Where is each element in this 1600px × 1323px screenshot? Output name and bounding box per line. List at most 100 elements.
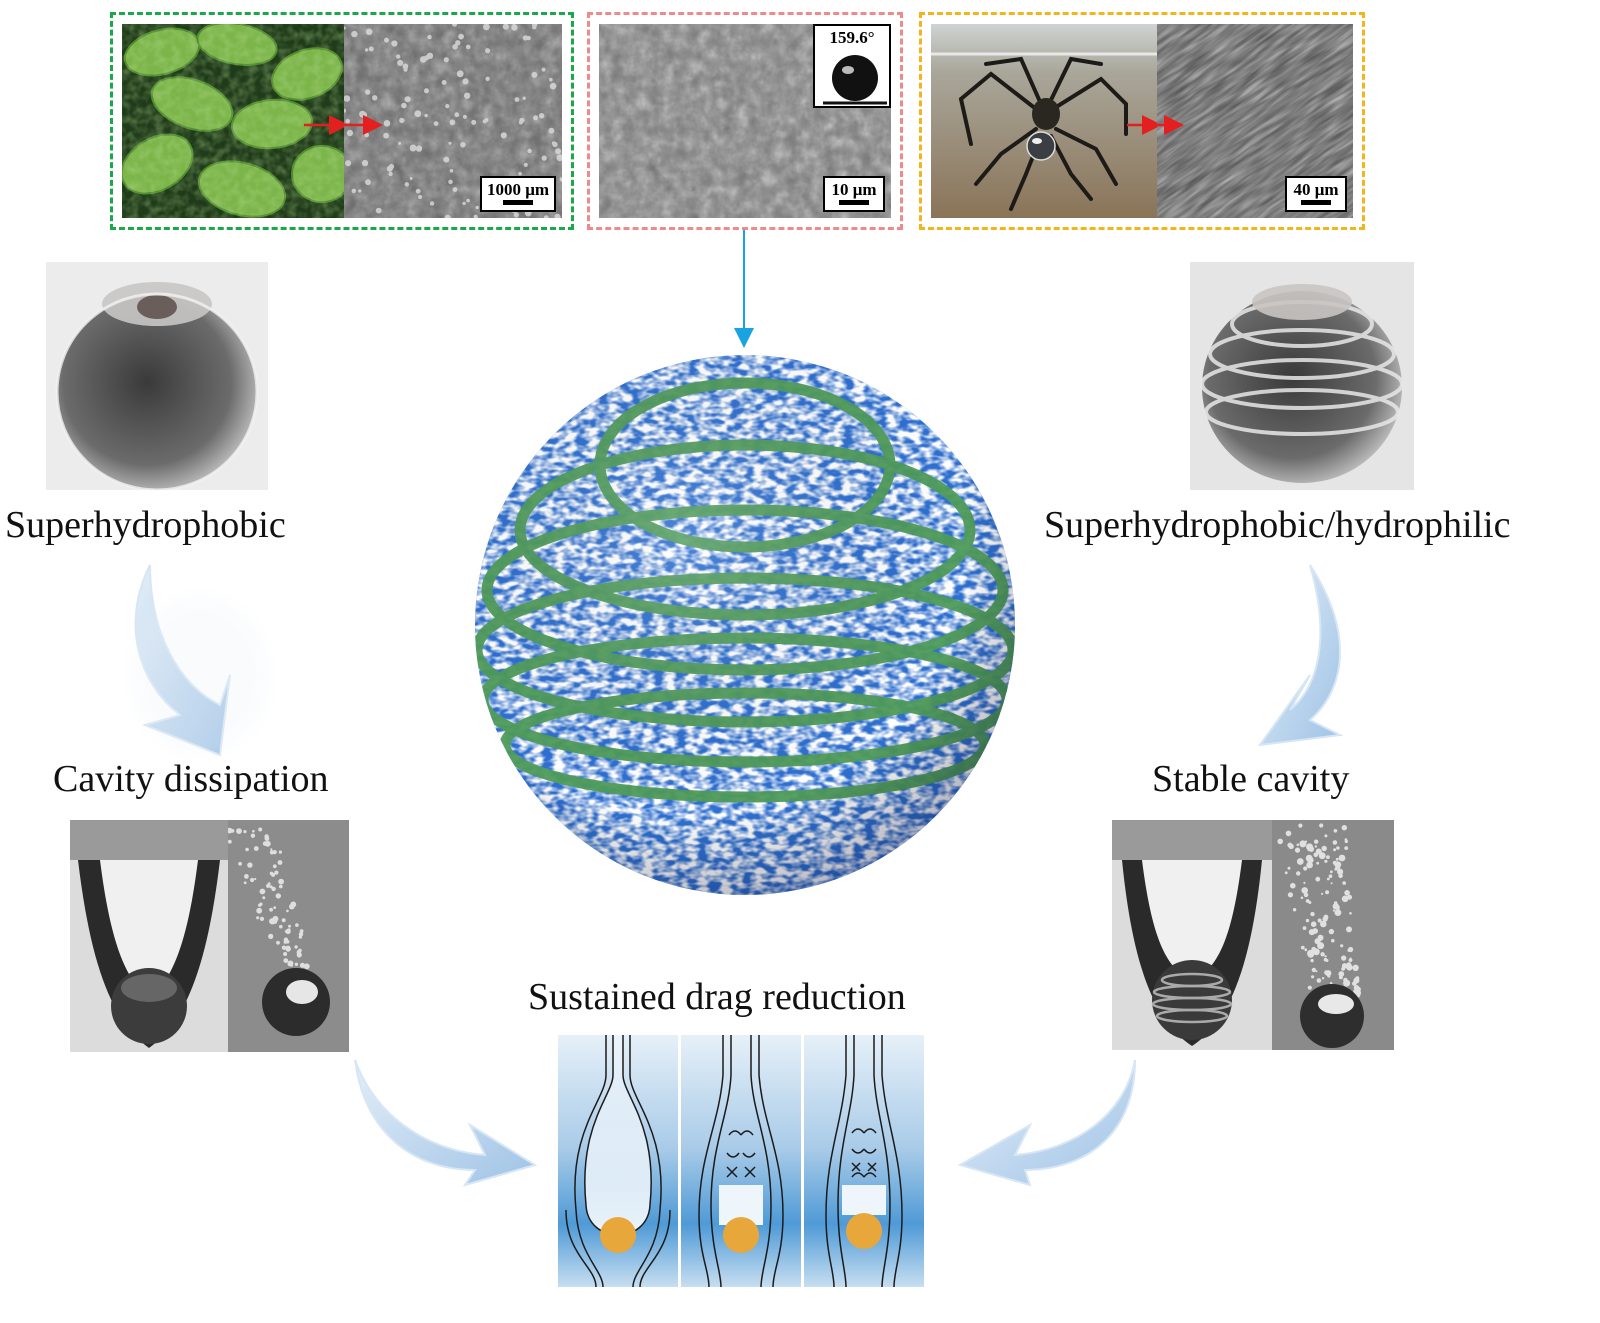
- texture-dot: [230, 829, 235, 833]
- texture-dot: [418, 194, 423, 200]
- texture-dot: [274, 870, 279, 875]
- texture-dot: [527, 148, 532, 154]
- texture-dot: [279, 924, 283, 929]
- texture-dot: [1310, 911, 1315, 917]
- texture-dot: [1311, 946, 1317, 952]
- texture-dot: [1341, 825, 1347, 831]
- texture-dot: [403, 67, 408, 72]
- texture-dot: [458, 33, 464, 40]
- texture-dot: [303, 963, 310, 970]
- texture-dot: [1341, 955, 1347, 961]
- texture-dot: [271, 886, 276, 892]
- texture-dot: [415, 188, 421, 194]
- texture-dot: [415, 145, 423, 152]
- plant-scale-bar: 1000 μm: [480, 176, 556, 212]
- texture-dot: [262, 896, 266, 900]
- texture-dot: [365, 89, 371, 95]
- texture-dot: [443, 156, 450, 163]
- spider-panel: [919, 12, 1365, 230]
- texture-dot: [1346, 926, 1352, 933]
- texture-dot: [1314, 839, 1319, 844]
- texture-dot: [365, 28, 373, 36]
- texture-dot: [554, 213, 561, 218]
- texture-dot: [1352, 981, 1357, 986]
- texture-dot: [253, 846, 259, 851]
- texture-dot: [283, 952, 288, 956]
- texture-dot: [519, 117, 525, 123]
- striped-sphere-photo: [1190, 262, 1414, 490]
- texture-dot: [1334, 912, 1338, 915]
- texture-dot: [298, 932, 304, 937]
- texture-dot: [444, 214, 451, 218]
- texture-dot: [294, 962, 299, 966]
- texture-dot: [466, 198, 470, 203]
- texture-dot: [283, 937, 289, 942]
- texture-dot: [424, 113, 428, 118]
- texture-dot: [1337, 868, 1344, 875]
- texture-dot: [1338, 975, 1343, 980]
- texture-dot: [1287, 866, 1291, 870]
- texture-dot: [291, 903, 295, 907]
- texture-dot: [268, 933, 274, 939]
- texture-dot: [1317, 942, 1325, 950]
- texture-dot: [299, 962, 306, 968]
- texture-dot: [1352, 964, 1359, 971]
- texture-dot: [404, 96, 411, 103]
- texture-dot: [277, 860, 283, 865]
- texture-dot: [372, 95, 378, 101]
- texture-dot: [1326, 855, 1330, 859]
- texture-dot: [351, 30, 358, 38]
- plant-sem-image: 1000 μm: [344, 24, 562, 218]
- texture-dot: [1329, 982, 1333, 985]
- texture-dot: [396, 54, 401, 59]
- texture-dot: [401, 102, 407, 109]
- texture-dot: [272, 850, 277, 855]
- texture-dot: [452, 24, 457, 27]
- texture-dot: [1338, 854, 1346, 862]
- texture-dot: [1287, 892, 1293, 898]
- texture-dot: [448, 179, 453, 185]
- texture-dot: [1330, 882, 1333, 885]
- texture-dot: [1302, 926, 1307, 930]
- texture-dot: [264, 840, 271, 847]
- texture-dot: [1316, 861, 1320, 865]
- connector-arrow: [734, 230, 754, 348]
- texture-dot: [384, 37, 389, 43]
- texture-dot: [452, 187, 458, 192]
- texture-dot: [1332, 909, 1335, 912]
- texture-dot: [398, 141, 402, 145]
- texture-dot: [426, 52, 434, 59]
- texture-dot: [1338, 971, 1345, 977]
- texture-dot: [1298, 823, 1303, 828]
- texture-dot: [1310, 921, 1317, 927]
- texture-dot: [1311, 975, 1315, 979]
- texture-dot: [278, 878, 284, 885]
- texture-dot: [1303, 892, 1309, 898]
- texture-dot: [243, 881, 247, 885]
- texture-dot: [278, 850, 282, 854]
- texture-dot: [272, 864, 277, 869]
- texture-dot: [1307, 985, 1312, 990]
- texture-dot: [1290, 882, 1296, 889]
- texture-dot: [513, 212, 519, 218]
- texture-dot: [258, 827, 263, 832]
- texture-dot: [1323, 914, 1329, 920]
- texture-dot: [1301, 887, 1308, 894]
- texture-dot: [1300, 945, 1305, 950]
- texture-dot: [449, 169, 454, 173]
- texture-dot: [462, 114, 467, 119]
- superhydrophobic-sphere-photo: [46, 262, 268, 490]
- texture-dot: [344, 26, 346, 30]
- texture-dot: [1342, 881, 1346, 885]
- texture-dot: [273, 906, 277, 909]
- flow-schematic: [558, 1035, 924, 1288]
- texture-dot: [259, 888, 266, 895]
- texture-dot: [1314, 845, 1317, 848]
- flow-panel-2: [681, 1035, 801, 1288]
- texture-dot: [1325, 890, 1330, 895]
- texture-dot: [1315, 970, 1318, 973]
- texture-dot: [1288, 843, 1294, 850]
- texture-dot: [443, 57, 449, 63]
- texture-dot: [1346, 962, 1352, 967]
- texture-dot: [399, 117, 405, 124]
